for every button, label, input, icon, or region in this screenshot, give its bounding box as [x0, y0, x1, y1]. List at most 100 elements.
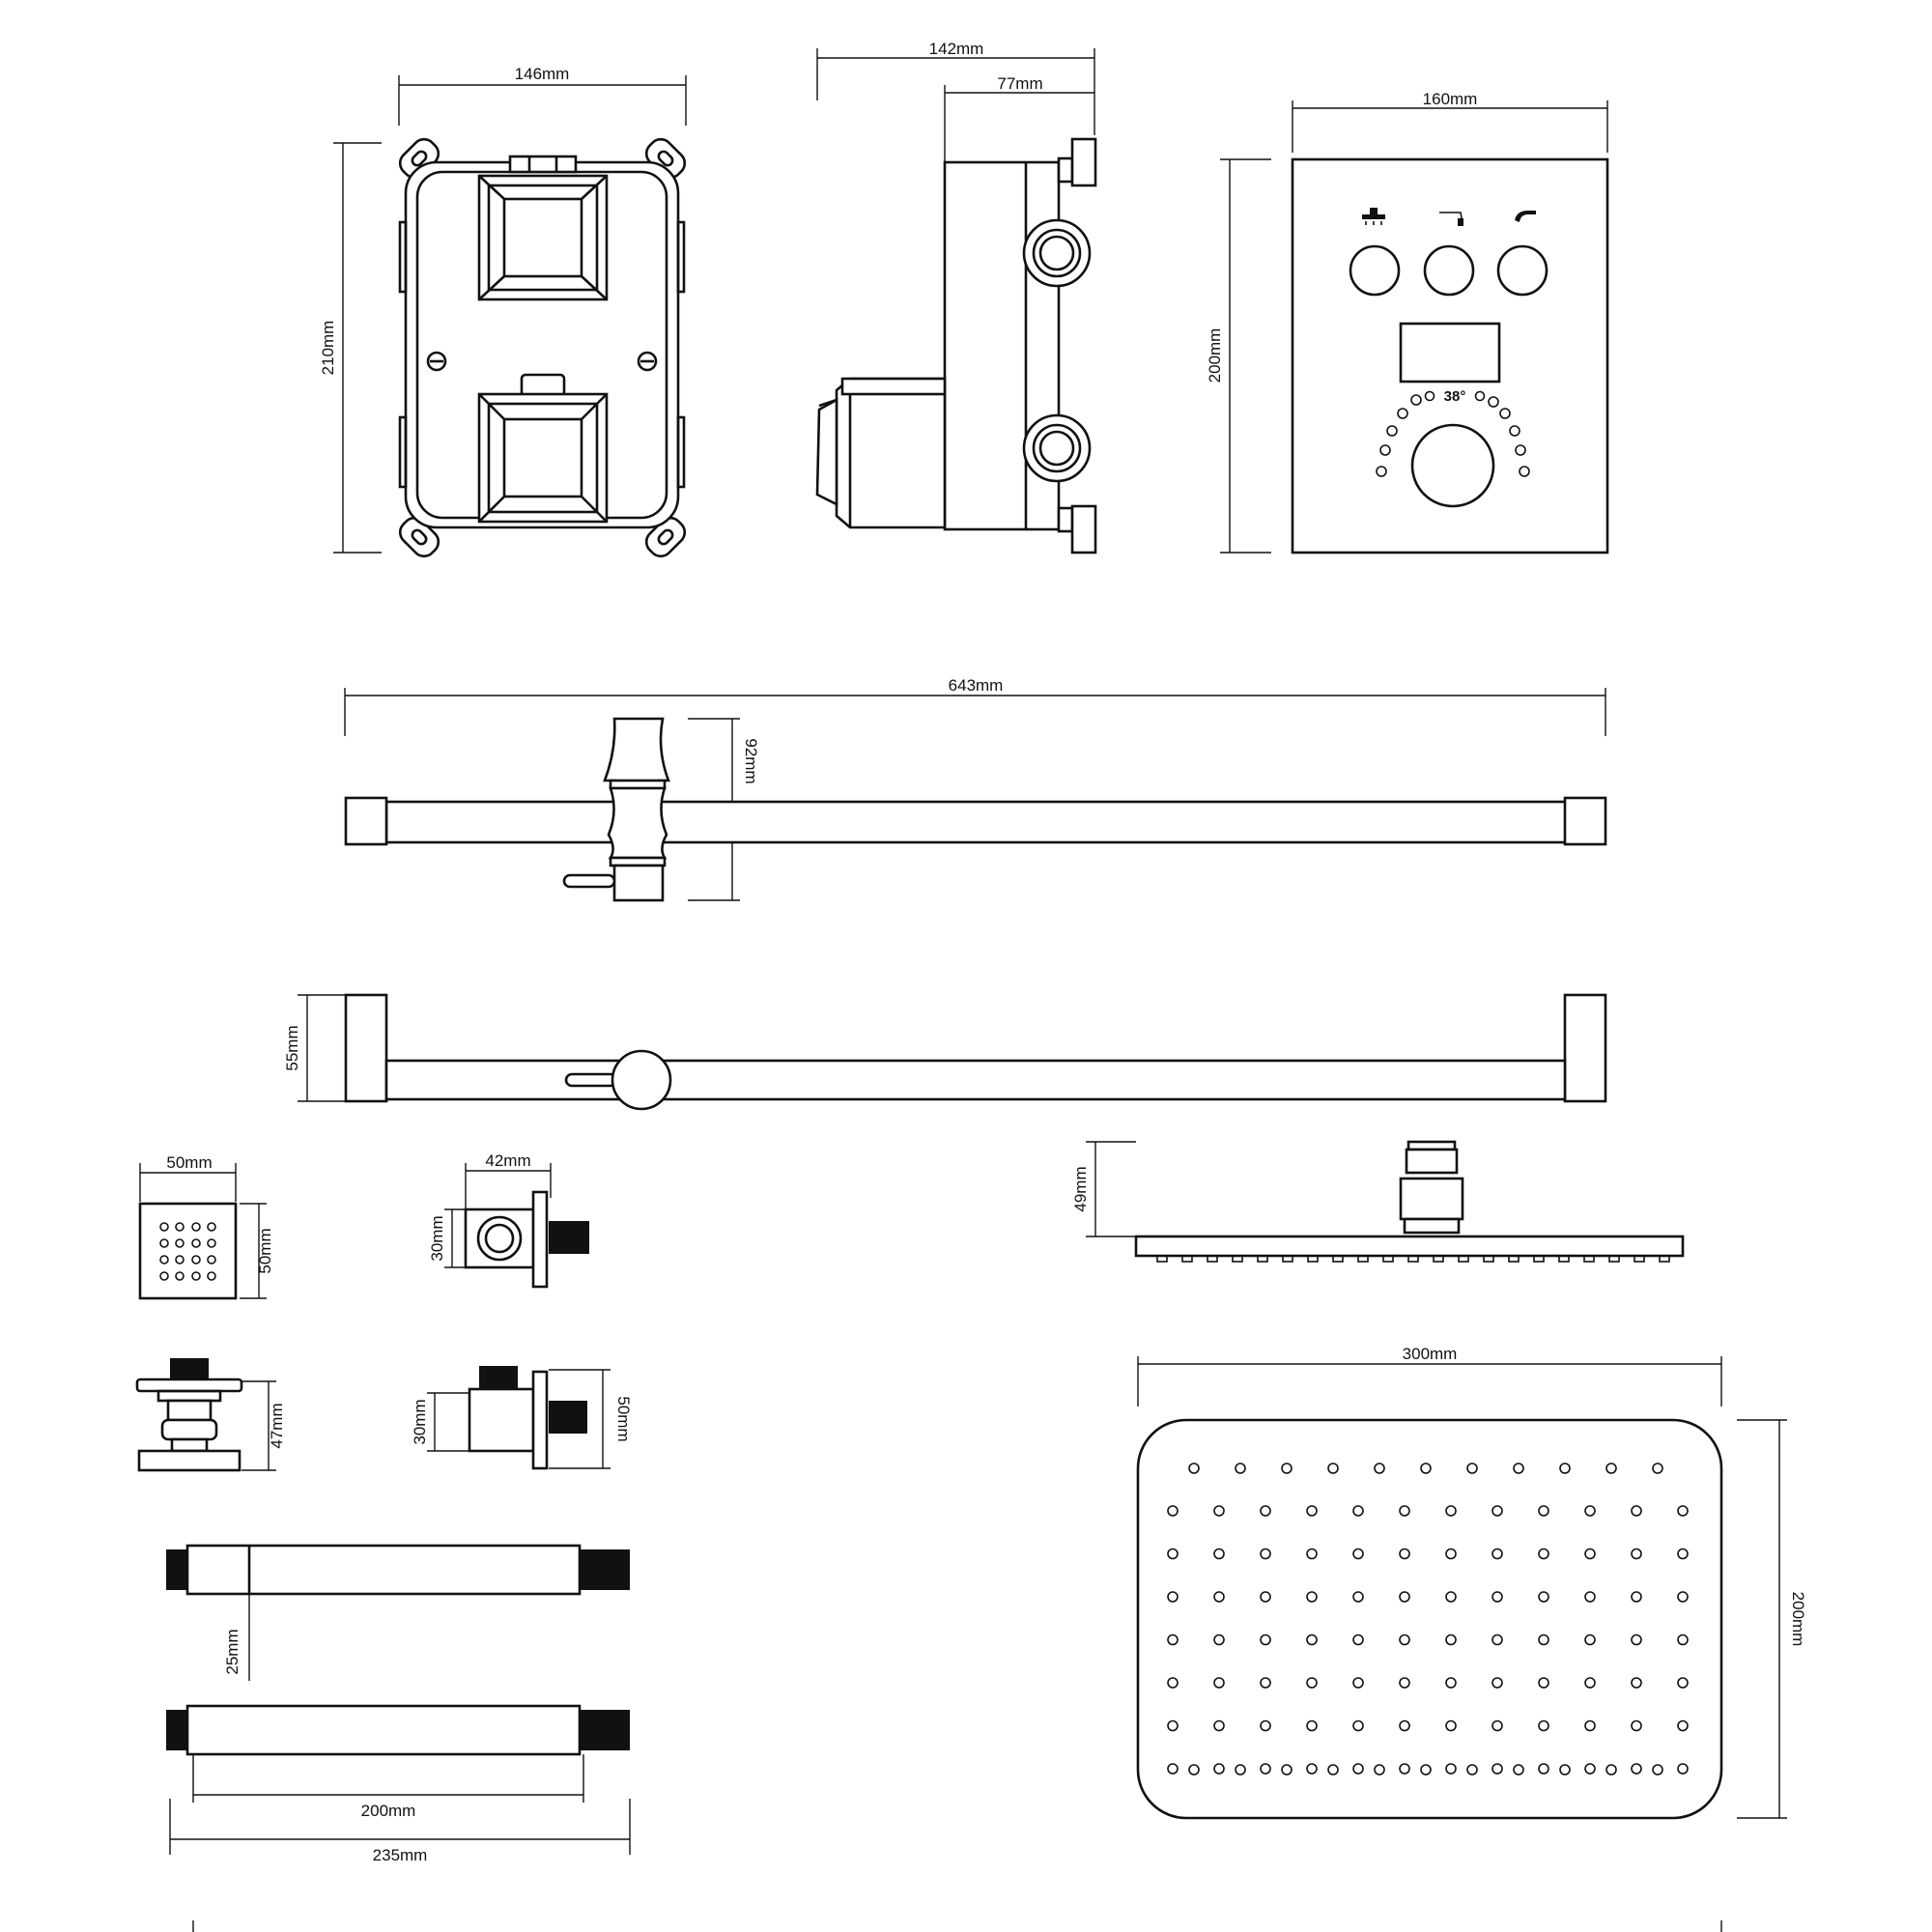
nozzle-dot [1213, 1505, 1225, 1517]
dim-jet-width: 50mm [166, 1153, 212, 1172]
nozzle-dot [1652, 1764, 1663, 1776]
body-jet-front: 50mm 50mm [138, 1153, 274, 1300]
nozzle-dot [1213, 1548, 1225, 1560]
upper-cartridge [477, 174, 609, 301]
nozzle-dot [1399, 1591, 1410, 1603]
temperature-display [1399, 322, 1501, 384]
nozzle-dot [1538, 1591, 1549, 1603]
nozzle-dot [1327, 1764, 1339, 1776]
nozzle-dot [1260, 1719, 1271, 1732]
nozzle-dot [1677, 1677, 1689, 1689]
nozzle-dot [1306, 1548, 1318, 1560]
nozzle-dot [1352, 1505, 1364, 1517]
nozzle-dot [1445, 1677, 1457, 1689]
nozzle-dot [1677, 1763, 1689, 1775]
dim-outlet-plate: 50mm [614, 1396, 633, 1441]
nozzle-dot [1631, 1591, 1642, 1603]
nozzle-dot [1260, 1634, 1271, 1646]
nozzle-dot [1167, 1719, 1179, 1732]
nozzle-dot [1538, 1719, 1549, 1732]
nozzle-dot [1652, 1463, 1663, 1474]
nozzle-dot [1167, 1634, 1179, 1646]
temperature-knob[interactable] [1410, 423, 1495, 508]
nozzle-dot [1605, 1463, 1617, 1474]
nozzle-dot [1445, 1763, 1457, 1775]
nozzle-dot [1399, 1763, 1410, 1775]
nozzle-dot [1188, 1463, 1200, 1474]
nozzle-dot [1445, 1591, 1457, 1603]
nozzle-dot [1513, 1463, 1524, 1474]
nozzle-dot [1538, 1548, 1549, 1560]
nozzle-dot [1631, 1763, 1642, 1775]
nozzle-dot [1420, 1764, 1432, 1776]
nozzle-dot [1399, 1548, 1410, 1560]
nozzle-dot [1374, 1764, 1385, 1776]
nozzle-dot [1605, 1764, 1617, 1776]
nozzle-dot [1445, 1719, 1457, 1732]
dim-rail-projection: 55mm [283, 1025, 301, 1070]
overhead-shower-button[interactable] [1349, 244, 1401, 297]
nozzle-dot [1167, 1548, 1179, 1560]
jet-nozzles [159, 1222, 216, 1281]
shower-arm-top: 25mm [166, 1544, 630, 1681]
shower-head-side: 49mm [1071, 1140, 1685, 1263]
dim-valve-width: 146mm [515, 65, 570, 83]
shower-head-front: 300mm 200mm [1136, 1345, 1807, 1820]
lower-cartridge [477, 373, 609, 524]
shower-arm-side: 200mm 235mm [166, 1704, 631, 1864]
bath-spout-icon [1515, 211, 1536, 222]
nozzle-dot [1281, 1463, 1293, 1474]
nozzle-dot [1538, 1505, 1549, 1517]
dim-outlet-height: 30mm [411, 1399, 429, 1444]
head-nozzle-row [1156, 1255, 1670, 1263]
nozzle-dot [1584, 1763, 1596, 1775]
valve-front-view: 146mm 210mm [319, 65, 687, 558]
nozzle-dot [1352, 1677, 1364, 1689]
nozzle-dot [1677, 1548, 1689, 1560]
temperature-readout: 38° [1444, 388, 1466, 405]
handheld-shower-button[interactable] [1423, 244, 1475, 297]
slide-rail-top: 55mm [283, 993, 1607, 1111]
dim-elbow-width: 42mm [485, 1151, 530, 1170]
nozzle-dot [1584, 1634, 1596, 1646]
nozzle-dot [1492, 1505, 1503, 1517]
wall-outlet-side: 50mm 30mm [411, 1366, 633, 1470]
dim-rail-length: 643mm [949, 676, 1004, 695]
nozzle-dot [1213, 1634, 1225, 1646]
dim-slider-height: 92mm [742, 738, 760, 783]
nozzle-dot [1260, 1591, 1271, 1603]
nozzle-dot [1584, 1591, 1596, 1603]
nozzle-dot [1677, 1634, 1689, 1646]
nozzle-dot [1260, 1677, 1271, 1689]
nozzle-dot [1399, 1634, 1410, 1646]
nozzle-dot [1492, 1634, 1503, 1646]
nozzle-dot [1631, 1548, 1642, 1560]
nozzle-dot [1260, 1505, 1271, 1517]
nozzle-dot [1167, 1677, 1179, 1689]
nozzle-dot [1584, 1677, 1596, 1689]
nozzle-dot [1538, 1677, 1549, 1689]
nozzle-dot [1584, 1719, 1596, 1732]
nozzle-dot [1677, 1591, 1689, 1603]
temperature-led-arc [1376, 390, 1530, 477]
nozzle-dot [1213, 1763, 1225, 1775]
nozzle-dot [1513, 1764, 1524, 1776]
nozzle-dot [1399, 1677, 1410, 1689]
nozzle-dot [1167, 1505, 1179, 1517]
nozzle-dot [1352, 1719, 1364, 1732]
head-nozzle-grid [1167, 1463, 1689, 1776]
inlet-port [1022, 218, 1092, 483]
dim-valve-depth-total: 142mm [929, 40, 984, 58]
nozzle-dot [1631, 1634, 1642, 1646]
bath-spout-button[interactable] [1496, 244, 1548, 297]
nozzle-dot [1631, 1677, 1642, 1689]
dim-arm-length: 200mm [361, 1802, 416, 1820]
nozzle-dot [1631, 1719, 1642, 1732]
wall-elbow-front: 42mm 30mm [428, 1151, 589, 1289]
nozzle-dot [1677, 1505, 1689, 1517]
dim-valve-depth-body: 77mm [997, 74, 1042, 93]
nozzle-dot [1492, 1763, 1503, 1775]
nozzle-dot [1538, 1763, 1549, 1775]
dim-jet-depth: 47mm [268, 1403, 286, 1448]
